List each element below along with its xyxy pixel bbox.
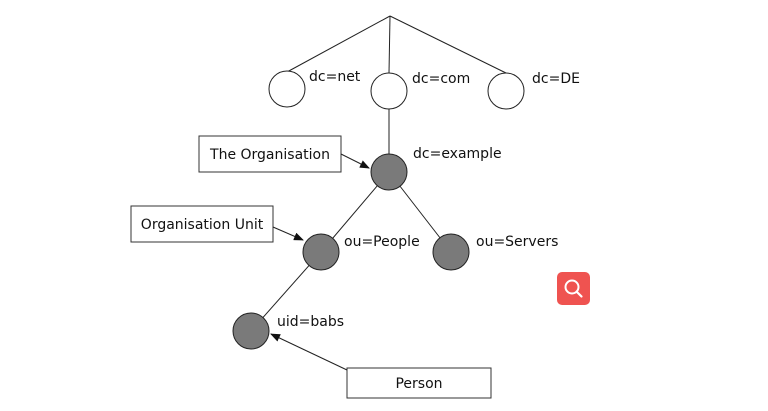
label-ou-servers: ou=Servers [476,234,558,250]
label-dc-com: dc=com [412,71,470,87]
edge-root-net [286,15,391,73]
callout-text-person: Person [395,376,442,392]
node-ou-servers [432,233,470,271]
search-icon [564,279,583,298]
label-dc-net: dc=net [309,69,361,85]
node-dc-de [487,72,525,110]
node-dc-example [370,153,408,191]
callout-box-organisation [198,135,342,173]
callout-box-organisation-unit [130,205,274,243]
label-ou-people: ou=People [344,234,420,250]
label-dc-de: dc=DE [532,71,580,87]
node-uid-babs [232,312,270,350]
arrow-person [270,333,348,371]
node-dc-com [370,72,408,110]
callout-text-organisation-unit: Organisation Unit [141,217,264,233]
callout-box-person [346,367,492,399]
callout-text-organisation: The Organisation [209,147,330,163]
edge-root-com [388,15,391,74]
label-uid-babs: uid=babs [277,314,344,330]
arrow-organisation-unit [272,226,304,241]
node-ou-people [302,233,340,271]
node-dc-net [268,70,306,108]
search-button[interactable] [557,272,590,305]
arrow-organisation [340,153,370,169]
label-dc-example: dc=example [413,146,502,162]
edge-root-de [389,15,507,74]
